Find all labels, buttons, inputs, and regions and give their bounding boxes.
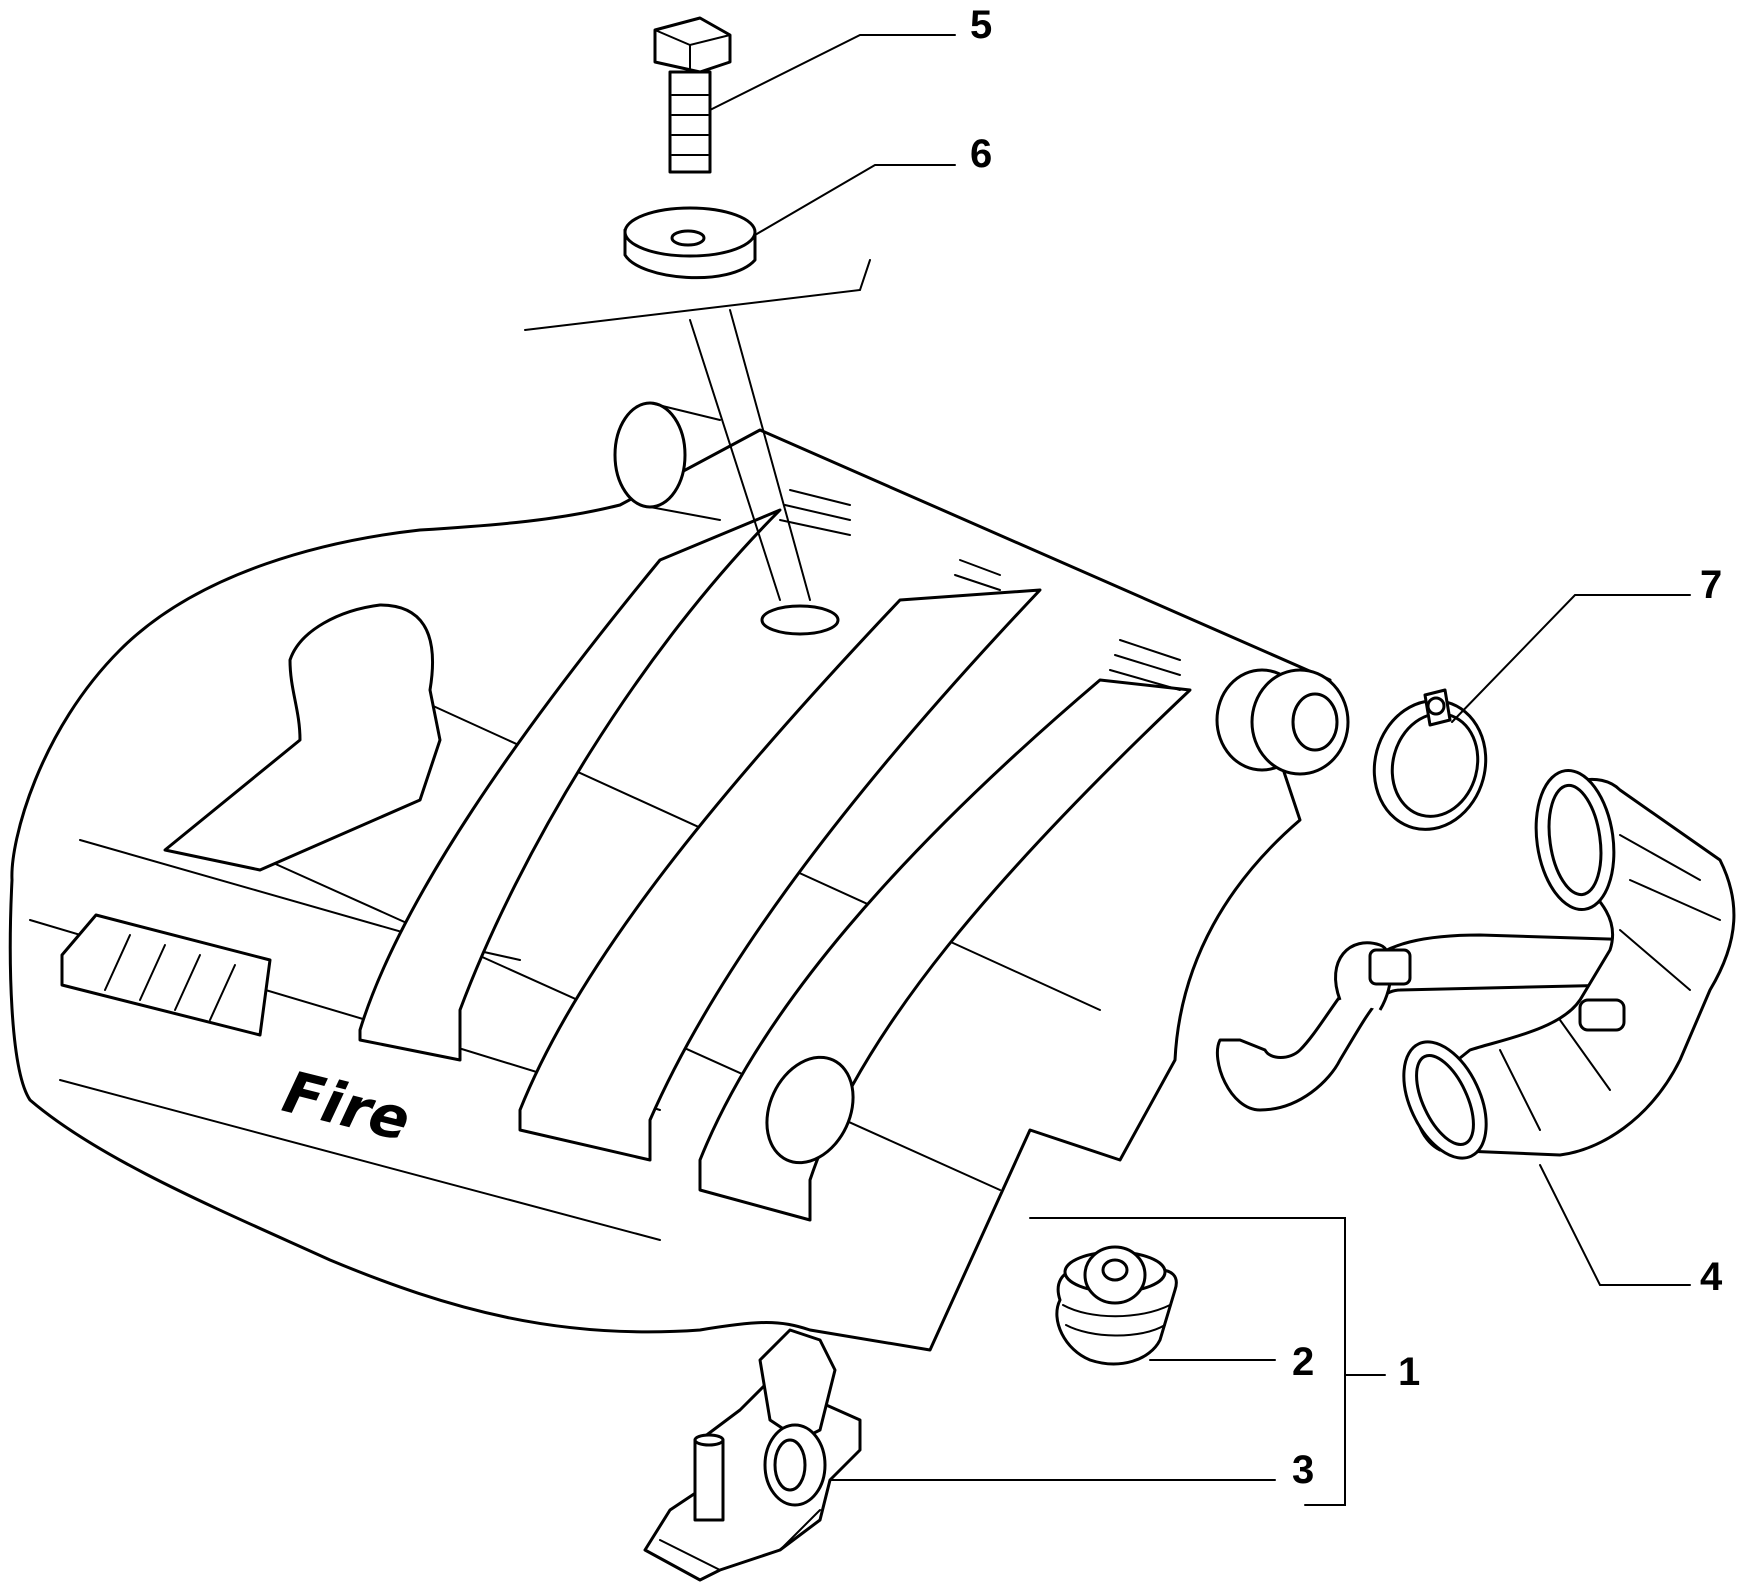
leader-4 (1539, 1164, 1691, 1286)
bolt (653, 16, 732, 174)
engine-cover: Fire (8, 259, 1350, 1352)
callout-4: 4 (1700, 1255, 1723, 1299)
callout-5: 5 (970, 3, 992, 47)
callout-3: 3 (1292, 1448, 1314, 1492)
leader-7 (1451, 594, 1691, 723)
callout-6: 6 (970, 132, 992, 176)
washer (623, 206, 757, 280)
hose-clamp (1372, 688, 1488, 831)
vent-slats (779, 489, 1181, 691)
rubber-grommet (1055, 1245, 1178, 1366)
callout-numbers: 5 6 7 4 2 3 1 (970, 3, 1723, 1492)
callout-7: 7 (1700, 563, 1722, 607)
callout-2: 2 (1292, 1340, 1314, 1384)
air-hose-assembly (1215, 768, 1736, 1160)
callout-1: 1 (1398, 1350, 1420, 1394)
leader-lines (709, 34, 1691, 1506)
leader-5 (709, 34, 956, 111)
leader-1-bracket (1029, 1217, 1386, 1506)
hose-holder-bracket (643, 1328, 862, 1582)
leader-6 (754, 164, 956, 236)
